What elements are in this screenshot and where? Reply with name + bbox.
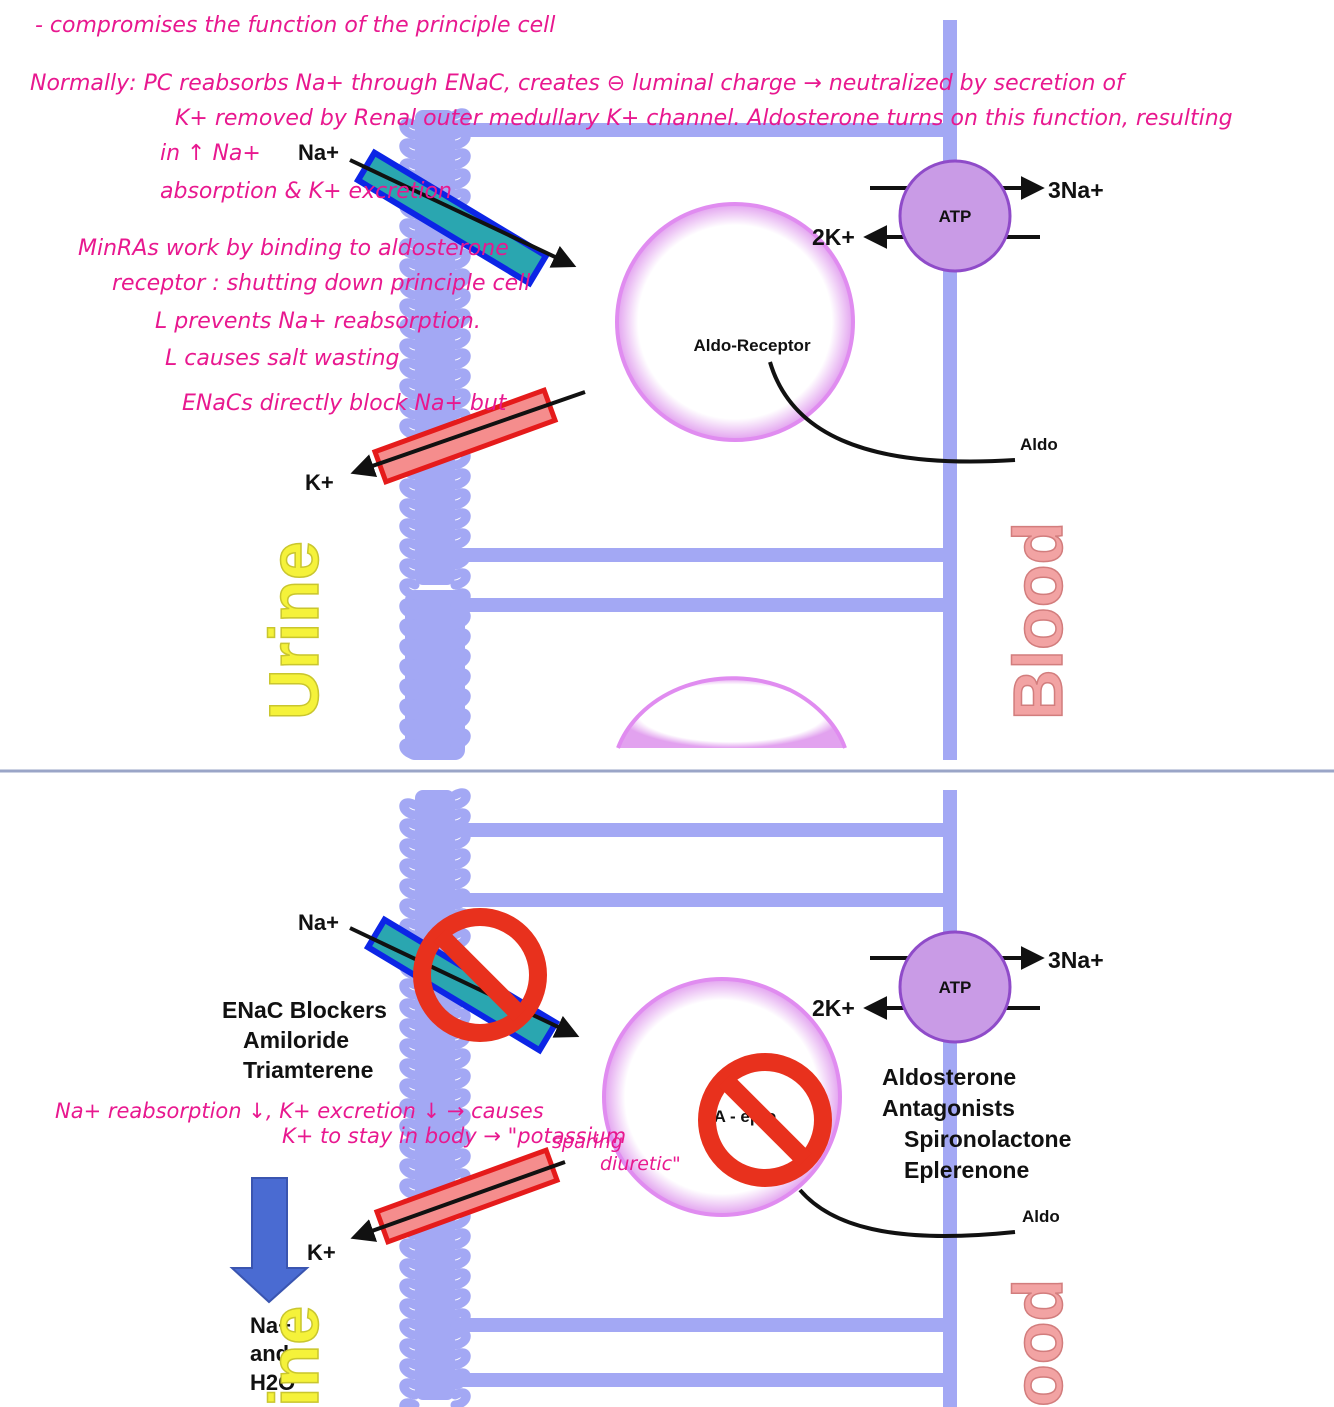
urine-label-top: Urine: [255, 541, 333, 720]
microvillus: [399, 1288, 471, 1320]
na-flow-arrow-bottom: [349, 926, 580, 1038]
microvillus: [399, 608, 471, 640]
second-cell-nucleus-top: [616, 676, 847, 749]
k-label-top: K+: [305, 470, 334, 495]
note-line-4: in ↑ Na+: [160, 141, 261, 166]
microvillus: [399, 668, 471, 700]
note-line-7: receptor : shutting down principle cell: [112, 271, 530, 296]
microvillus: [399, 848, 471, 880]
microvillus: [399, 1248, 471, 1280]
microvillus: [399, 1388, 471, 1407]
cell-outline-bottom: [455, 790, 957, 1407]
enac-drug-triamterene: Triamterene: [243, 1057, 373, 1083]
down-arrow-icon: [229, 1177, 310, 1304]
k-flow-arrow-top: [350, 390, 586, 478]
atp-label-bottom: ATP: [939, 978, 972, 997]
na3-label-bottom: 3Na+: [1048, 947, 1104, 973]
microvillus: [399, 628, 471, 660]
enac-drug-amiloride: Amiloride: [243, 1027, 349, 1053]
microvillus: [399, 1088, 471, 1120]
microvillus: [399, 368, 471, 400]
aldo-receptor-circle-top: [615, 202, 855, 442]
microvillus: [399, 248, 471, 280]
microvillus: [399, 1068, 471, 1100]
microvillus: [399, 348, 471, 380]
microvillus: [399, 388, 471, 420]
apical-membrane-bottom: [415, 790, 455, 1400]
microvillus: [399, 1148, 471, 1180]
note-bottom-3: sparing: [552, 1131, 623, 1153]
microvillus: [399, 468, 471, 500]
microvillus: [399, 1348, 471, 1380]
aldo-receptor-circle-bottom: [602, 977, 842, 1217]
note-bottom-2: K+ to stay in body → "potassium: [282, 1124, 626, 1148]
atp-pump-bottom: [898, 930, 1012, 1044]
microvillus: [399, 1128, 471, 1160]
note-line-5: absorption & K+ excretion: [160, 179, 452, 204]
urine-label-bottom: ine: [255, 1306, 333, 1407]
note-line-1: - compromises the function of the princi…: [35, 13, 555, 38]
out-na-label: Na+: [250, 1313, 291, 1338]
microvillus: [399, 528, 471, 560]
note-line-6: MinRAs work by binding to aldosterone: [78, 236, 509, 261]
na3-label-top: 3Na+: [1048, 177, 1104, 203]
microvillus: [399, 1048, 471, 1080]
microvillus: [399, 1228, 471, 1260]
microvillus: [399, 308, 471, 340]
microvillus: [399, 728, 471, 760]
atp-label-top: ATP: [939, 207, 972, 226]
microvillus: [399, 688, 471, 720]
aldo-drug-eplerenone: Eplerenone: [904, 1157, 1029, 1183]
handwritten-notes-top: - compromises the function of the princi…: [30, 13, 1233, 416]
aldo-antagonists-title-1: Aldosterone: [882, 1064, 1016, 1090]
aldo-drug-spironolactone: Spironolactone: [904, 1126, 1071, 1152]
microvillus: [399, 288, 471, 320]
no-sign-receptor: [698, 1053, 832, 1187]
na-label-bottom: Na+: [298, 910, 339, 935]
note-line-2: Normally: PC reabsorbs Na+ through ENaC,…: [30, 71, 1127, 96]
microvillus: [399, 868, 471, 900]
microvillus: [399, 328, 471, 360]
out-and-label: and: [250, 1341, 289, 1366]
blood-label-top: Blood: [999, 522, 1077, 720]
enac-blockers-title: ENaC Blockers: [222, 997, 387, 1023]
cell-outline-top: [455, 20, 957, 760]
k2-label-top: 2K+: [812, 224, 855, 250]
atp-pump-top: [898, 159, 1012, 273]
microvillus: [399, 788, 471, 820]
no-sign-enac: [413, 908, 547, 1042]
aldo-binding-line-bottom: [798, 1188, 1016, 1238]
bottom-panel: Na+ ENaC Blockers Amiloride Triamterene …: [0, 774, 1334, 1407]
note-line-3: K+ removed by Renal outer medullary K+ c…: [175, 106, 1233, 131]
na-flow-arrow-top: [349, 158, 577, 268]
out-h2o-label: H2O: [250, 1370, 295, 1395]
microvillus: [399, 488, 471, 520]
k-label-bottom: K+: [307, 1240, 336, 1265]
k2-label-bottom: 2K+: [812, 995, 855, 1021]
note-line-8: L prevents Na+ reabsorption.: [155, 309, 481, 334]
microvillus: [399, 708, 471, 740]
microvillus: [399, 508, 471, 540]
blood-label-bottom: ood: [999, 1279, 1077, 1407]
microvillus: [399, 1328, 471, 1360]
aldo-binding-line-top: [768, 361, 1016, 464]
note-line-9: L causes salt wasting: [165, 346, 400, 371]
top-panel: Na+ K+ Aldo-Receptor Aldo ATP 3Na+ 2K+ U…: [30, 13, 1233, 760]
microvillus: [399, 648, 471, 680]
microvillus: [399, 1108, 471, 1140]
handwritten-notes-bottom: Na+ reabsorption ↓, K+ excretion ↓ → cau…: [55, 1099, 681, 1175]
na-label-top: Na+: [298, 140, 339, 165]
aldo-receptor-label-top: Aldo-Receptor: [693, 336, 811, 355]
note-bottom-4: diuretic": [600, 1153, 681, 1175]
k-flow-arrow-bottom: [350, 1160, 566, 1242]
aldo-label-top: Aldo: [1020, 435, 1058, 454]
microvillus: [399, 568, 471, 600]
note-line-10: ENaCs directly block Na+ but: [182, 391, 508, 416]
note-bottom-1: Na+ reabsorption ↓, K+ excretion ↓ → cau…: [55, 1099, 544, 1123]
aldo-label-bottom: Aldo: [1022, 1207, 1060, 1226]
aldo-antagonists-title-2: Antagonists: [882, 1095, 1015, 1121]
microvillus: [399, 268, 471, 300]
microvillus: [399, 1268, 471, 1300]
